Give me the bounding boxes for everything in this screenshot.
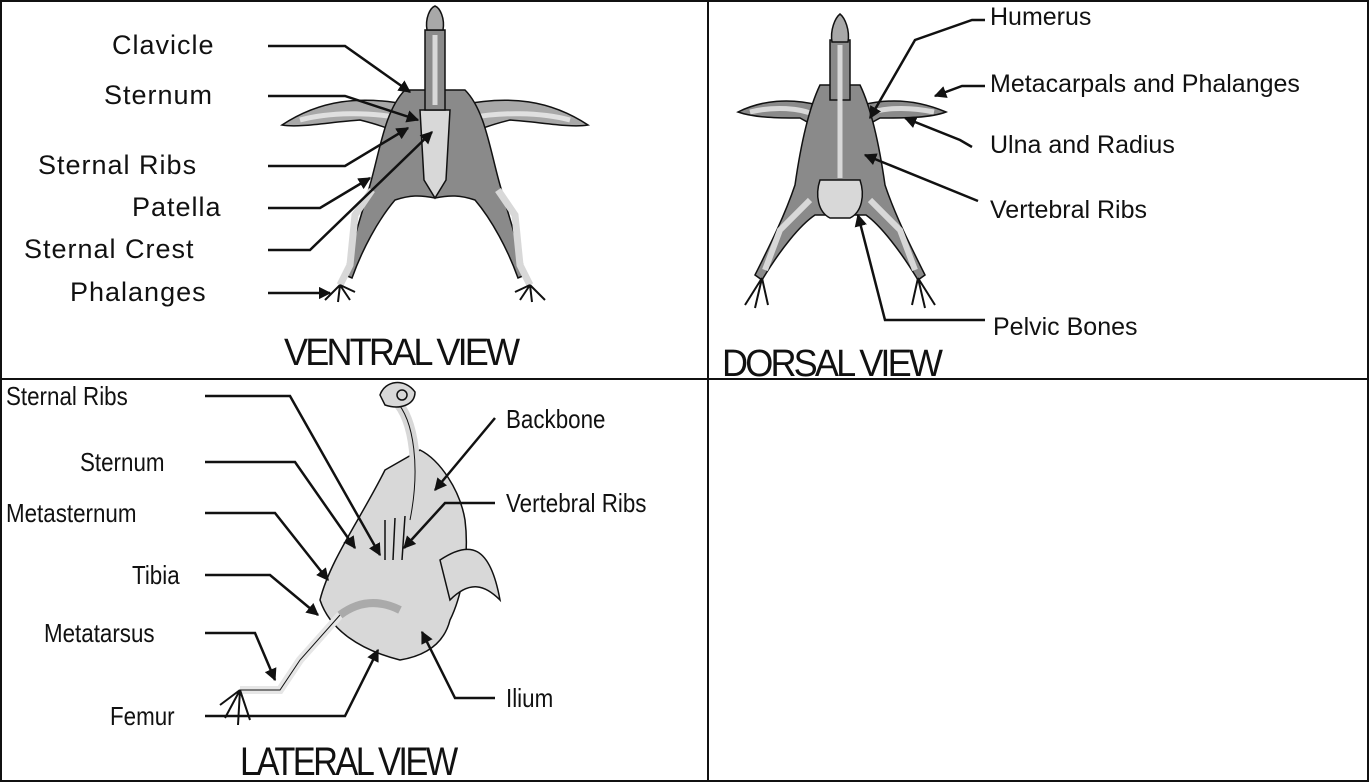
title-ventral-view: VENTRAL VIEW [284,334,517,372]
label-femur: Femur [110,703,175,729]
label-metacarpals-phalanges: Metacarpals and Phalanges [990,72,1300,97]
label-lateral-vertebral-ribs: Vertebral Ribs [506,490,646,516]
label-lateral-sternal-ribs: Sternal Ribs [6,383,128,409]
label-sternal-crest: Sternal Crest [24,236,195,263]
lateral-skeleton-illustration [220,383,500,725]
label-backbone: Backbone [506,406,605,432]
label-phalanges: Phalanges [70,279,207,306]
label-metasternum: Metasternum [6,500,136,526]
label-patella: Patella [132,194,222,221]
label-sternum: Sternum [104,82,213,109]
label-sternal-ribs: Sternal Ribs [38,152,197,179]
label-clavicle: Clavicle [112,32,215,59]
label-pelvic-bones: Pelvic Bones [993,315,1138,340]
label-metatarsus: Metatarsus [44,620,155,646]
label-ilium: Ilium [506,685,553,711]
label-lateral-sternum: Sternum [80,449,165,475]
label-ulna-radius: Ulna and Radius [990,133,1175,158]
ventral-skeleton-illustration [282,6,588,302]
label-tibia: Tibia [132,562,180,588]
dorsal-skeleton-illustration [738,14,946,308]
title-lateral-view: LATERAL VIEW [240,742,456,782]
label-vertebral-ribs: Vertebral Ribs [990,198,1147,223]
label-humerus: Humerus [990,5,1091,30]
title-dorsal-view: DORSAL VIEW [722,345,940,383]
